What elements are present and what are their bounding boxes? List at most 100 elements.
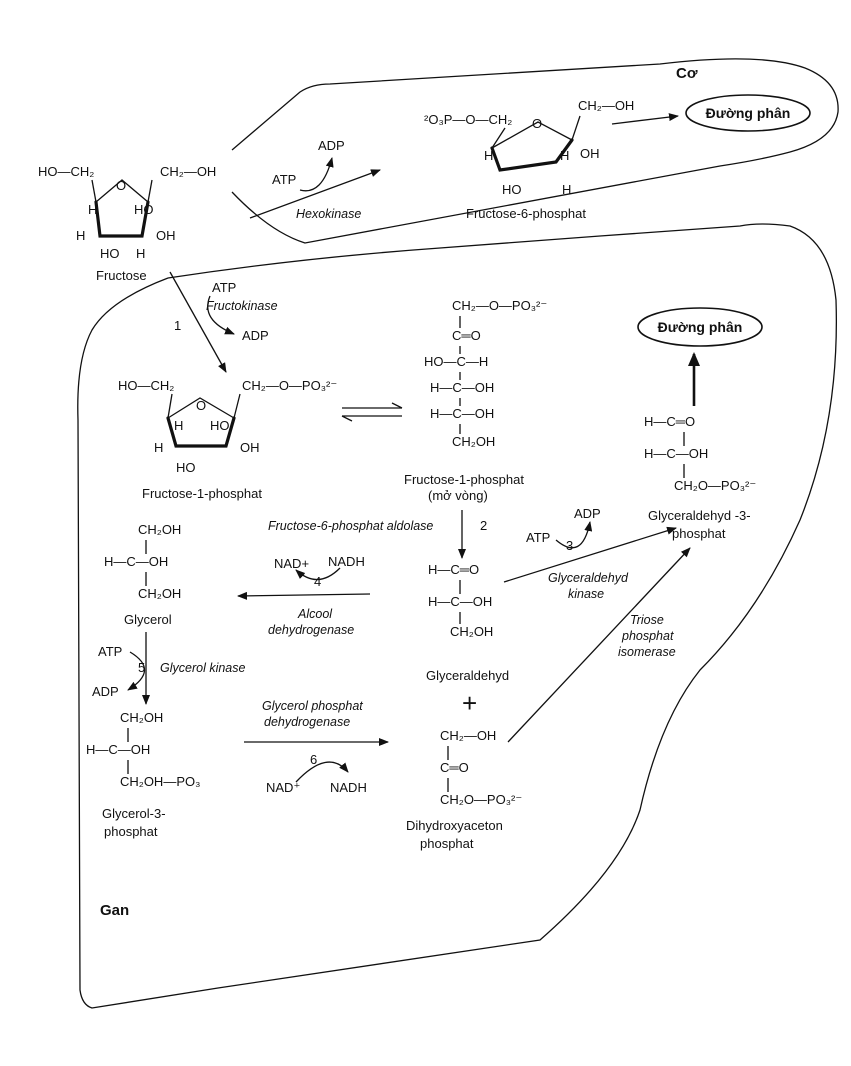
triose-line-1: Triose: [630, 613, 664, 627]
atp-adp-curve-5: [127, 651, 146, 691]
fructose-ho-bottom: HO: [100, 246, 120, 261]
f1p-right-group: CH₂—O—PO₃²⁻: [242, 378, 337, 393]
f6p-to-glycolysis-arrow: [611, 113, 679, 125]
fructokinase-arrow: [169, 271, 227, 373]
equilibrium-arrows: [341, 402, 403, 422]
step6-enzyme-2: dehydrogenase: [264, 715, 350, 729]
f1p-open-row-4: H—C—OH: [430, 406, 494, 421]
step4-number: 4: [314, 574, 321, 589]
step-1: ATP Fructokinase ADP 1: [169, 271, 278, 373]
f1p-ho: HO: [210, 418, 230, 433]
f1p-ring-bottom: [166, 416, 236, 448]
f1p-ho2: HO: [176, 460, 196, 475]
f6p-left-group: ²O₃P—O—CH₂: [424, 112, 512, 127]
nad-nadh-curve-4: [295, 567, 341, 581]
liver-region-label: Gan: [100, 902, 129, 919]
step1-adp: ADP: [242, 328, 269, 343]
f1p-ring-o: O: [196, 398, 206, 413]
dhap-structure: CH₂—OH C═O CH₂O—PO₃²⁻ Dihydroxyaceton ph…: [406, 728, 522, 851]
f6p-bond-left: [491, 127, 506, 149]
f1p-left-group: HO—CH₂: [118, 378, 174, 393]
step2-number: 2: [480, 518, 487, 533]
f1p-name: Fructose-1-phosphat: [142, 486, 262, 501]
f1p-ring-top: [167, 397, 235, 419]
glycolysis-liver-oval: [637, 307, 763, 347]
f1p-bond-right: [233, 393, 241, 419]
step4-nadh: NADH: [328, 554, 365, 569]
atp-adp-curve-muscle: [299, 157, 334, 192]
glycerol-row-1: H—C—OH: [104, 554, 168, 569]
step4-enzyme-2: dehydrogenase: [268, 623, 354, 637]
step2-enzyme: Fructose-6-phosphat aldolase: [268, 519, 433, 533]
dhap-row-2: CH₂O—PO₃²⁻: [440, 792, 522, 807]
f6p-right-group: CH₂—OH: [578, 98, 634, 113]
f1p-bond-left: [167, 393, 173, 419]
isomerase-arrow: [507, 547, 691, 743]
step6-nadh: NADH: [330, 780, 367, 795]
muscle-adp: ADP: [318, 138, 345, 153]
f6p-ho: HO: [502, 182, 522, 197]
step6-number: 6: [310, 752, 317, 767]
g3p-row-2: CH₂O—PO₃²⁻: [674, 478, 756, 493]
glycerol-row-0: CH₂OH: [138, 522, 181, 537]
step-3: ATP ADP 3 Glyceraldehyd kinase: [503, 506, 677, 601]
step4-nad: NAD+: [274, 556, 309, 571]
f6p-h3: H: [562, 182, 571, 197]
glycolysis-muscle-label: Đường phân: [706, 105, 791, 121]
g3p-row-0: H—C═O: [644, 414, 695, 429]
step-5: ATP 5 ADP Glycerol kinase: [92, 632, 245, 705]
liver-region-outline: [77, 223, 837, 1009]
step1-enzyme: Fructokinase: [206, 299, 278, 313]
glycerol3p-name-2: phosphat: [104, 824, 158, 839]
fructose-oh-right: OH: [156, 228, 176, 243]
glycolysis-muscle-oval: [685, 94, 811, 132]
step5-adp: ADP: [92, 684, 119, 699]
g3p-row-1: H—C—OH: [644, 446, 708, 461]
step6-nad: NAD⁺: [266, 780, 300, 795]
f6p-h1: H: [484, 148, 493, 163]
g3p-name-2: phosphat: [672, 526, 726, 541]
fructose-h-bottom-left: H: [76, 228, 85, 243]
nad-nadh-curve-6: [295, 761, 349, 783]
glycerol-row-2: CH₂OH: [138, 586, 181, 601]
step-2: Fructose-6-phosphat aldolase 2: [268, 510, 487, 559]
g3p-name: Glyceraldehyd -3-: [648, 508, 751, 523]
plus-sign: +: [462, 688, 477, 718]
triose-phosphate-isomerase: Triose phosphat isomerase: [507, 547, 691, 743]
f6p-ring-top: [491, 121, 573, 149]
f6p-name: Fructose-6-phosphat: [466, 206, 586, 221]
f6p-ring-o: O: [532, 116, 542, 131]
atp-adp-curve-3: [555, 521, 593, 549]
fructose-bond-right: [147, 179, 153, 203]
glyceraldehyde-row-0: H—C═O: [428, 562, 479, 577]
f1p-open-row-1: C═O: [452, 328, 481, 343]
f1p-open-row-2: HO—C—H: [424, 354, 488, 369]
f1p-open-row-5: CH₂OH: [452, 434, 495, 449]
step3-enzyme: Glyceraldehyd: [548, 571, 629, 585]
fructose-ring-o: O: [116, 178, 126, 193]
glycerol3p-name: Glycerol-3-: [102, 806, 166, 821]
f1p-h-left: H: [154, 440, 163, 455]
fructose-left-group: HO—CH₂: [38, 164, 94, 179]
f6p-oh: OH: [580, 146, 600, 161]
fructose-1-phosphate-ring: HO—CH₂ CH₂—O—PO₃²⁻ O H HO OH H HO Fructo…: [118, 378, 337, 501]
step6-enzyme: Glycerol phosphat: [262, 699, 363, 713]
dhap-row-1: C═O: [440, 760, 469, 775]
f6p-ring-bottom: [490, 138, 574, 172]
muscle-path: ATP ADP Hexokinase: [249, 138, 381, 221]
dhap-name-2: phosphat: [420, 836, 474, 851]
f1p-open-name: Fructose-1-phosphat: [404, 472, 524, 487]
step1-atp: ATP: [212, 280, 236, 295]
f6p-h2: H: [560, 148, 569, 163]
step4-enzyme: Alcool: [297, 607, 333, 621]
f1p-open-row-0: CH₂—O—PO₃²⁻: [452, 298, 547, 313]
f1p-h1: H: [174, 418, 183, 433]
hexokinase-arrow: [249, 169, 381, 219]
fructose-structure: O HO—CH₂ CH₂—OH H H HO OH HO H Fructose: [38, 164, 216, 283]
f6p-bond-right: [571, 115, 581, 141]
step5-number: 5: [138, 660, 145, 675]
g3p-structure: H—C═O H—C—OH CH₂O—PO₃²⁻ Glyceraldehyd -3…: [644, 414, 756, 541]
dhap-row-0: CH₂—OH: [440, 728, 496, 743]
fructose-ho-inner: HO: [134, 202, 154, 217]
